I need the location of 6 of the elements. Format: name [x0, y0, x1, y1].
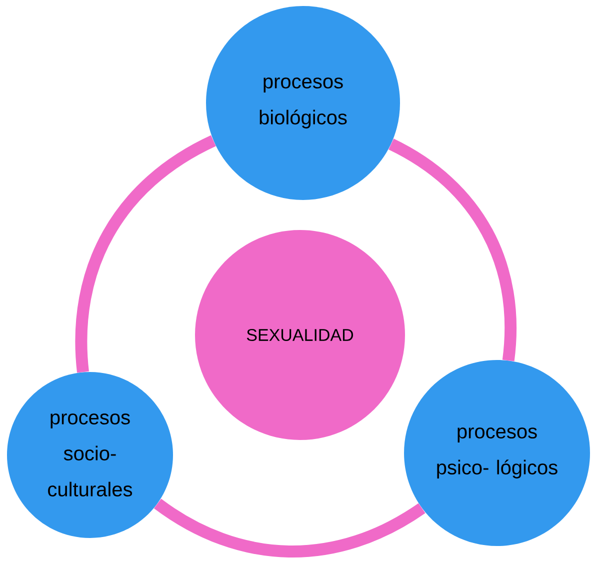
ring-arc	[388, 138, 516, 361]
circle-node: procesos biológicos	[206, 6, 400, 200]
ring-arc	[75, 135, 216, 372]
circle-node: procesos socio- culturales	[7, 372, 173, 538]
circle-node: procesos psico- lógicos	[404, 360, 590, 546]
ring-arc	[154, 498, 426, 558]
